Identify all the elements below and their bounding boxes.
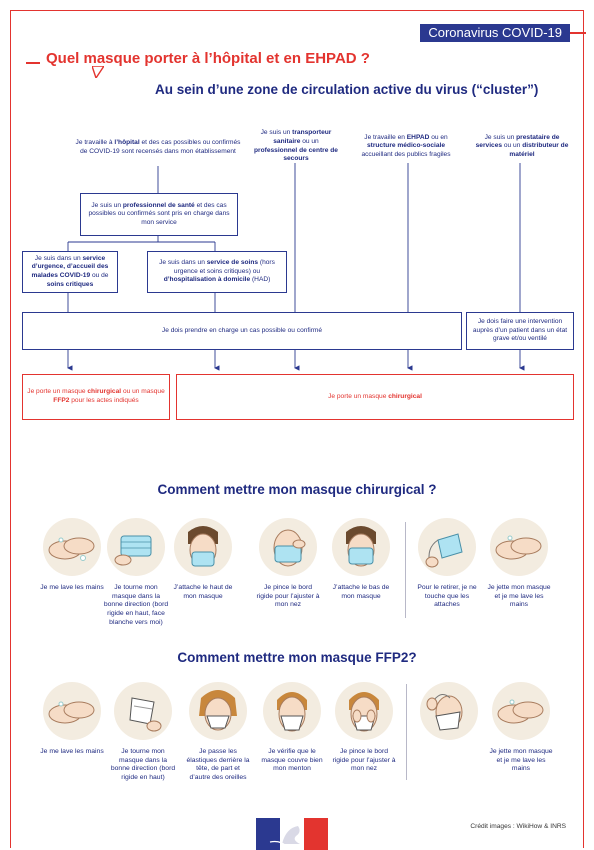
surgical-step-4: Je pince le bord rigide pour l’ajuster à… (255, 518, 321, 610)
ffp2-step-4: Je vérifie que le masque couvre bien mon… (259, 682, 325, 774)
ehpad-box: Je travaille en EHPAD ou en structure mé… (361, 133, 451, 158)
surgical-section-title: Comment mettre mon masque chirurgical ? (157, 482, 437, 497)
intervention-box: Je dois faire une intervention auprès d’… (466, 312, 574, 350)
page-title: Quel masque porter à l’hôpital et en EHP… (46, 50, 370, 67)
ffp2-step-1: Je me lave les mains (39, 682, 105, 757)
take-charge-box: Je dois prendre en charge un cas possibl… (22, 312, 462, 350)
ffp2-separator (406, 684, 407, 780)
step-caption: J’attache le haut de mon masque (173, 584, 233, 600)
tie-bottom-icon (332, 518, 390, 576)
surgical-step-7: Je jette mon masque et je me lave les ma… (486, 518, 552, 610)
transporter-box: Je suis un transporteur sanitaire ou un … (254, 129, 338, 163)
step-caption: Je pince le bord rigide pour l’ajuster à… (332, 748, 396, 773)
ffp2-step-5: Je pince le bord rigide pour l’ajuster à… (331, 682, 397, 774)
tie-top-icon (174, 518, 232, 576)
ffp2-step-3: Je passe les élastiques derrière la tête… (185, 682, 251, 783)
step-caption: Je me lave les mains (40, 748, 104, 755)
remove-mask-icon (418, 518, 476, 576)
discard-wash-icon (490, 518, 548, 576)
surgical-separator (405, 522, 406, 618)
surgical-step-2: Je tourne mon masque dans la bonne direc… (103, 518, 169, 627)
step-caption: Je vérifie que le masque couvre bien mon… (261, 748, 323, 773)
step-caption: Je pince le bord rigide pour l’ajuster à… (256, 584, 320, 609)
speech-tick-icon (92, 66, 104, 78)
surgical-step-5: J’attache le bas de mon masque (328, 518, 394, 601)
ffp2-orientation-icon (114, 682, 172, 740)
hands-washing-icon (43, 682, 101, 740)
poster-frame (10, 10, 584, 848)
surgical-step-3: J’attache le haut de mon masque (170, 518, 236, 601)
page-subtitle: Au sein d’une zone de circulation active… (155, 82, 539, 97)
urgent-service-box: Je suis dans un service d’urgence, d’acc… (22, 251, 118, 293)
hospital-box: Je travaille à l’hôpital et des cas poss… (75, 139, 241, 155)
step-caption: Je passe les élastiques derrière la tête… (186, 748, 250, 782)
check-chin-icon (263, 682, 321, 740)
mask-surgical-box: Je porte un masque chirurgical (176, 374, 574, 420)
care-service-box: Je suis dans un service de soins (hors u… (147, 251, 287, 293)
step-caption: Je jette mon masque et je me lave les ma… (489, 748, 553, 773)
mask-ffp2-box: Je porte un masque chirurgical ou un mas… (22, 374, 170, 420)
image-credit: Crédit images : WikiHow & INRS (470, 823, 566, 830)
mask-orientation-icon (107, 518, 165, 576)
hands-washing-icon (43, 518, 101, 576)
pinch-nose-icon (335, 682, 393, 740)
ffp2-step-6 (416, 682, 482, 748)
pinch-nose-icon (259, 518, 317, 576)
step-caption: Je tourne mon masque dans la bonne direc… (110, 748, 176, 782)
ffp2-step-2: Je tourne mon masque dans la bonne direc… (110, 682, 176, 783)
step-caption: Pour le retirer, je ne touche que les at… (417, 584, 477, 609)
step-caption: Je jette mon masque et je me lave les ma… (487, 584, 551, 609)
provider-box: Je suis un prestataire de services ou un… (475, 133, 569, 158)
ffp2-section-title: Comment mettre mon masque FFP2? (177, 650, 417, 665)
surgical-step-1: Je me lave les mains (39, 518, 105, 593)
covid-tag: Coronavirus COVID-19 (420, 24, 586, 42)
health-pro-box: Je suis un professionnel de santé et des… (80, 193, 238, 236)
flowchart-connectors (67, 163, 525, 371)
discard-wash-icon (492, 682, 550, 740)
title-accent-line (26, 62, 40, 64)
marianne-logo-icon (256, 818, 328, 850)
step-caption: J’attache le bas de mon masque (332, 584, 390, 600)
step-caption: Je me lave les mains (40, 584, 104, 591)
step-caption: Je tourne mon masque dans la bonne direc… (103, 584, 169, 626)
remove-ffp2-icon (420, 682, 478, 740)
surgical-step-6: Pour le retirer, je ne touche que les at… (414, 518, 480, 610)
ffp2-step-7: Je jette mon masque et je me lave les ma… (488, 682, 554, 774)
elastics-icon (189, 682, 247, 740)
